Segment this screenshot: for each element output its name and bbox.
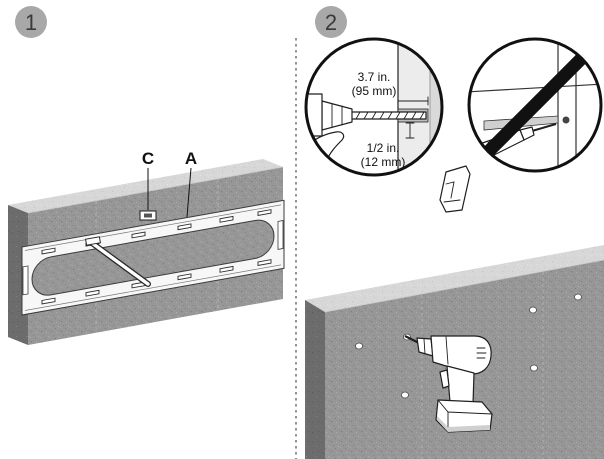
- bar-clip: [85, 236, 101, 246]
- wall-hole: [530, 364, 538, 372]
- spacing-label-metric: (12 mm): [361, 155, 406, 169]
- plate-bottom-slots: [41, 259, 272, 305]
- drill-handle: [439, 165, 471, 213]
- step-1-badge-circle: [15, 6, 47, 38]
- power-drill: [404, 335, 493, 433]
- wall-hole: [574, 293, 582, 301]
- wall-mount-plate: [21, 199, 285, 316]
- drill-bit: [404, 335, 420, 344]
- step-1: 1: [8, 6, 285, 345]
- callout-a-leader: [186, 167, 192, 218]
- plate-rail-line: [25, 204, 281, 251]
- plate-end-bracket: [22, 265, 29, 296]
- plate-slot: [257, 209, 272, 216]
- drill-chuck: [306, 93, 353, 137]
- drill-body: [430, 335, 492, 375]
- plate-slot: [219, 215, 234, 223]
- callout-c-label: C: [142, 149, 154, 168]
- plate-slot: [131, 231, 146, 239]
- drill-grip: [446, 365, 475, 405]
- plate-rail-line: [25, 264, 281, 311]
- step-2-badge: 2: [315, 6, 347, 38]
- mount-hole: [562, 116, 570, 124]
- detail-incorrect: [467, 37, 603, 173]
- wall-edge: [27, 166, 284, 214]
- step-2-badge-circle: [315, 6, 347, 38]
- plate-slot: [177, 223, 192, 231]
- plate-end-bracket: [277, 220, 284, 250]
- plate-slot: [257, 259, 272, 266]
- plate-slot: [219, 265, 234, 273]
- step-1-number: 1: [25, 10, 37, 35]
- step-2-number: 2: [325, 10, 337, 35]
- wall-top-face: [8, 159, 283, 213]
- plate-slot: [177, 273, 192, 281]
- diagonal-bar: [85, 236, 151, 287]
- callout-a-label: A: [185, 149, 197, 168]
- spacing-label-imperial: 1/2 in.: [367, 141, 400, 155]
- prohibition-slash: [483, 53, 587, 157]
- wall-top-face: [305, 245, 604, 312]
- prohibition-ring: [467, 37, 603, 173]
- frame-edge: [469, 83, 601, 93]
- wall-hole: [529, 306, 537, 314]
- drill-trigger: [439, 369, 450, 389]
- callouts-step-1: C A: [142, 149, 197, 218]
- wall-side-face: [305, 300, 325, 459]
- plate-opening: [31, 219, 275, 296]
- step-2: 2: [304, 6, 604, 459]
- part-c-detail: [144, 213, 152, 218]
- plate-slot: [41, 297, 56, 305]
- wall-hole: [355, 342, 363, 350]
- detail-ring: [304, 37, 444, 177]
- step-1-badge: 1: [15, 6, 47, 38]
- plate-slot: [41, 247, 56, 255]
- wall-hole: [401, 391, 409, 399]
- depth-dimension: [397, 96, 429, 106]
- drill-bit: [349, 111, 427, 120]
- depth-label-metric: (95 mm): [352, 84, 397, 98]
- detail-drill-depth: 3.7 in. (95 mm) 1/2 in. (12 mm): [304, 37, 444, 177]
- part-c: [139, 210, 157, 221]
- spacing-dimension: [405, 122, 415, 139]
- wall-edge: [324, 259, 604, 313]
- depth-label-imperial: 3.7 in.: [358, 70, 391, 84]
- plate-slot: [85, 289, 100, 297]
